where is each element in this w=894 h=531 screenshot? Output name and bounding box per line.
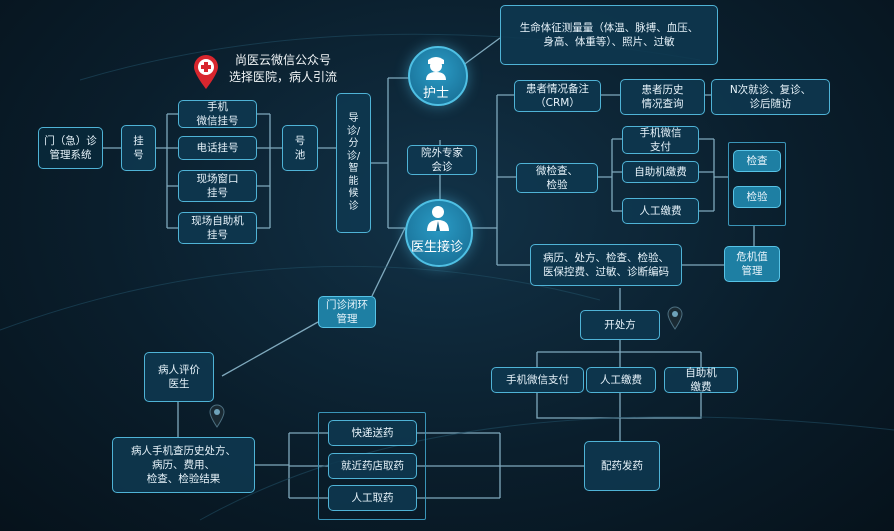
triage-box: 导 诊/ 分 诊/ 智 能 候 诊: [336, 93, 371, 233]
manual-pickup-box: 人工取药: [328, 485, 417, 511]
critical-value-box: 危机值 管理: [724, 246, 780, 282]
kiosk-registration-box: 现场自助机 挂号: [178, 212, 257, 244]
window-registration-box: 现场窗口 挂号: [178, 170, 257, 202]
doctor-icon: [427, 206, 449, 231]
hospital-pin-icon: [194, 55, 218, 89]
closed-loop-box: 门诊闭环 管理: [318, 296, 376, 328]
pharmacy-frame: [318, 412, 426, 520]
patient-query-box: 病人手机查历史处方、 病历、费用、 检查、检验结果: [112, 437, 255, 493]
crm-box: 患者情况备注 （CRM）: [514, 80, 601, 112]
number-pool-box: 号 池: [282, 125, 318, 171]
micro-exam-box: 微检查、 检验: [516, 163, 598, 193]
map-pin-icon: [667, 306, 683, 330]
doctor-label: 医生接诊: [410, 240, 463, 255]
phone-registration-box: 电话挂号: [178, 136, 257, 160]
prescribe-box: 开处方: [580, 310, 660, 340]
vital-signs-box: 生命体征测量量（体温、脉搏、血压、 身高、体重等）、照片、过敏: [500, 5, 718, 65]
exam-box: 检查: [733, 150, 781, 172]
manual-pay-2-box: 人工缴费: [586, 367, 656, 393]
lab-box: 检验: [733, 186, 781, 208]
follow-up-box: N次就诊、复诊、 诊后随访: [711, 79, 830, 115]
map-pin-icon: [209, 404, 225, 428]
remote-consult-box: 院外专家 会诊: [407, 145, 477, 175]
promo-text: 尚医云微信公众号 选择医院，病人引流: [228, 53, 337, 85]
exam-lab-frame: [728, 142, 786, 226]
medical-record-box: 病历、处方、检查、检验、 医保控费、过敏、诊断编码: [530, 244, 682, 286]
nurse-label: 护士: [422, 86, 449, 101]
wechat-registration-box: 手机 微信挂号: [178, 100, 257, 128]
wechat-pay-2-box: 手机微信支付: [491, 367, 584, 393]
nearby-pharmacy-box: 就近药店取药: [328, 453, 417, 479]
nurse-icon: [426, 57, 446, 80]
express-delivery-box: 快递送药: [328, 420, 417, 446]
registration-box: 挂 号: [121, 125, 156, 171]
kiosk-pay-2-box: 自助机 缴费: [664, 367, 738, 393]
dispense-box: 配药发药: [584, 441, 660, 491]
kiosk-pay-box: 自助机缴费: [622, 161, 699, 183]
manual-pay-box: 人工缴费: [622, 198, 699, 224]
history-query-box: 患者历史 情况查询: [620, 79, 705, 115]
outpatient-system-box: 门（急）诊 管理系统: [38, 127, 103, 169]
patient-review-box: 病人评价 医生: [144, 352, 214, 402]
wechat-pay-box: 手机微信 支付: [622, 126, 699, 154]
